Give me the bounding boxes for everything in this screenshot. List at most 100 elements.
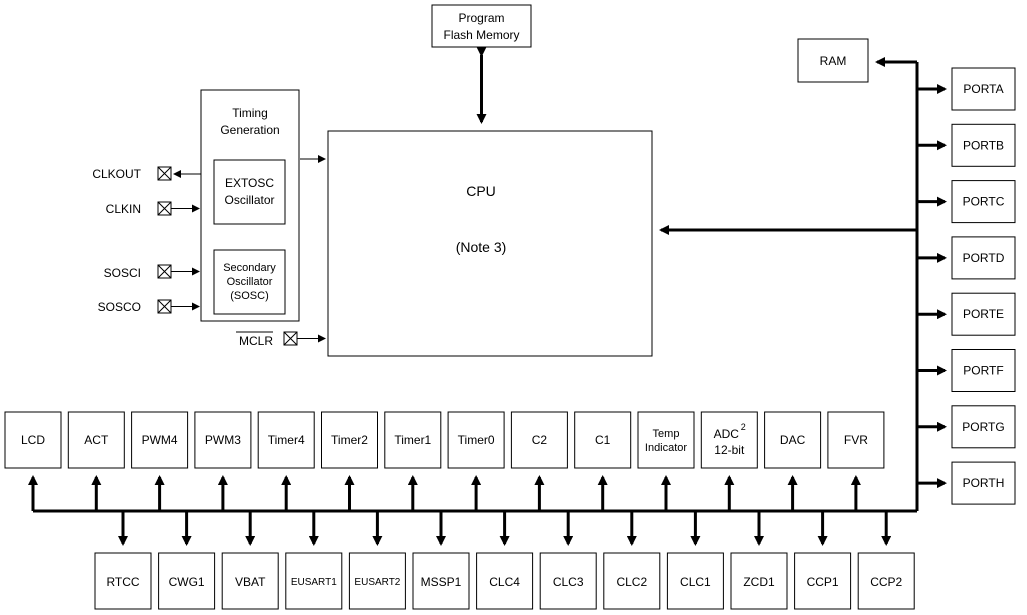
port-porth: PORTH bbox=[917, 461, 1016, 505]
peripheral-label: CLC4 bbox=[489, 575, 520, 589]
peripheral-label: Timer0 bbox=[458, 433, 495, 447]
extosc-label-1: EXTOSC bbox=[225, 176, 274, 190]
port-label: PORTC bbox=[963, 195, 1005, 209]
port-label: PORTD bbox=[963, 251, 1005, 265]
peripheral-box bbox=[666, 552, 724, 610]
peripheral-label: CLC1 bbox=[680, 575, 711, 589]
peripheral-label: DAC bbox=[780, 433, 806, 447]
peripheral-eusart1: EUSART1 bbox=[285, 511, 343, 610]
timing-title-2: Generation bbox=[220, 123, 279, 137]
ram-label: RAM bbox=[820, 54, 847, 68]
port-portg: PORTG bbox=[917, 405, 1016, 449]
peripheral-label: CWG1 bbox=[169, 575, 205, 589]
port-box bbox=[951, 461, 1016, 505]
peripheral-box bbox=[412, 552, 470, 610]
peripheral-label: C1 bbox=[595, 433, 611, 447]
peripheral-label: PWM3 bbox=[205, 433, 241, 447]
peripheral-c2: C2 bbox=[510, 411, 568, 511]
peripheral-label: ACT bbox=[84, 433, 109, 447]
peripheral-box bbox=[94, 552, 152, 610]
pin-clkout: CLKOUT bbox=[92, 166, 201, 181]
peripheral-fvr: FVR bbox=[827, 411, 885, 511]
port-label: PORTH bbox=[963, 476, 1005, 490]
peripheral-timer2: Timer2 bbox=[321, 411, 378, 511]
peripheral-label-2: 12-bit bbox=[714, 443, 745, 457]
peripheral-act: ACT bbox=[67, 411, 125, 511]
peripheral-box bbox=[4, 411, 62, 469]
peripheral-label: RTCC bbox=[106, 575, 139, 589]
port-label: PORTB bbox=[963, 138, 1004, 152]
peripheral-label: CLC3 bbox=[553, 575, 584, 589]
peripheral-box bbox=[285, 552, 343, 610]
peripheral-box bbox=[700, 411, 758, 469]
peripheral-box bbox=[603, 552, 661, 610]
port-box bbox=[951, 67, 1016, 111]
peripheral-label-1: Temp bbox=[653, 428, 680, 440]
peripheral-box bbox=[67, 411, 125, 469]
peripheral-label-2: Indicator bbox=[645, 442, 688, 454]
peripheral-box bbox=[194, 411, 252, 469]
peripheral-label: Timer2 bbox=[331, 433, 368, 447]
peripheral-label: EUSART2 bbox=[354, 577, 400, 588]
peripheral-clc2: CLC2 bbox=[603, 511, 661, 610]
port-portd: PORTD bbox=[917, 236, 1016, 280]
peripheral-rtcc: RTCC bbox=[94, 511, 152, 610]
peripheral-label: MSSP1 bbox=[421, 575, 462, 589]
port-box bbox=[951, 123, 1016, 167]
peripheral-box bbox=[539, 552, 597, 610]
peripheral-footnote: 2 bbox=[741, 422, 746, 432]
peripheral-eusart2: EUSART2 bbox=[348, 511, 406, 610]
clkout-label: CLKOUT bbox=[92, 167, 141, 181]
ram-block: RAM bbox=[797, 38, 869, 83]
port-box bbox=[951, 236, 1016, 280]
pin-mclr: MCLR bbox=[236, 331, 326, 348]
timing-title-1: Timing bbox=[232, 106, 268, 120]
cpu-label: CPU bbox=[466, 183, 496, 199]
peripheral-label: PWM4 bbox=[142, 433, 178, 447]
peripheral-box bbox=[510, 411, 568, 469]
sosc-block bbox=[213, 249, 286, 315]
peripheral-box bbox=[384, 411, 442, 469]
peripheral-clc1: CLC1 bbox=[666, 511, 724, 610]
peripheral-box bbox=[794, 552, 852, 610]
peripheral-label: CCP1 bbox=[807, 575, 839, 589]
port-box bbox=[951, 349, 1016, 392]
extosc-block bbox=[213, 159, 286, 225]
peripheral-mssp1: MSSP1 bbox=[412, 511, 470, 610]
port-box bbox=[951, 405, 1016, 449]
peripheral-clc3: CLC3 bbox=[539, 511, 597, 610]
peripheral-box bbox=[827, 411, 885, 469]
port-label: PORTA bbox=[963, 82, 1003, 96]
ports-layer: PORTA PORTB PORTC PORTD PORTE PORTF PORTG PORTH bbox=[917, 67, 1016, 505]
peripheral-ccp1: CCP1 bbox=[794, 511, 852, 610]
peripheral-box bbox=[221, 552, 279, 610]
peripheral-vbat: VBAT bbox=[221, 511, 279, 610]
peripheral-box bbox=[764, 411, 822, 469]
sosc-label-3: (SOSC) bbox=[230, 290, 269, 302]
peripheral-c1: C1 bbox=[574, 411, 632, 511]
port-portf: PORTF bbox=[917, 349, 1016, 392]
pin-sosci: SOSCI bbox=[104, 264, 200, 280]
peripheral-ccp2: CCP2 bbox=[857, 511, 915, 610]
port-porte: PORTE bbox=[917, 292, 1016, 336]
extosc-label-2: Oscillator bbox=[224, 193, 274, 207]
peripheral-label: FVR bbox=[844, 433, 868, 447]
timing-generation-block: Timing Generation EXTOSC Oscillator Seco… bbox=[200, 89, 300, 322]
peripheral-timer4: Timer4 bbox=[257, 411, 315, 511]
peripheral-box bbox=[447, 411, 505, 469]
cpu-note: (Note 3) bbox=[456, 239, 507, 255]
peripheral-label-1: ADC bbox=[714, 427, 740, 441]
peripheral-dac: DAC bbox=[764, 411, 822, 511]
peripheral-label: ZCD1 bbox=[743, 575, 775, 589]
peripheral-pwm4: PWM4 bbox=[131, 411, 189, 511]
peripheral-zcd1: ZCD1 bbox=[730, 511, 788, 610]
program-flash-label-2: Flash Memory bbox=[443, 28, 519, 42]
cpu-block: CPU (Note 3) bbox=[327, 130, 653, 357]
peripheral-box bbox=[637, 411, 695, 469]
peripheral-label: Timer4 bbox=[268, 433, 305, 447]
port-label: PORTG bbox=[962, 420, 1004, 434]
peripheral-pwm3: PWM3 bbox=[194, 411, 252, 511]
